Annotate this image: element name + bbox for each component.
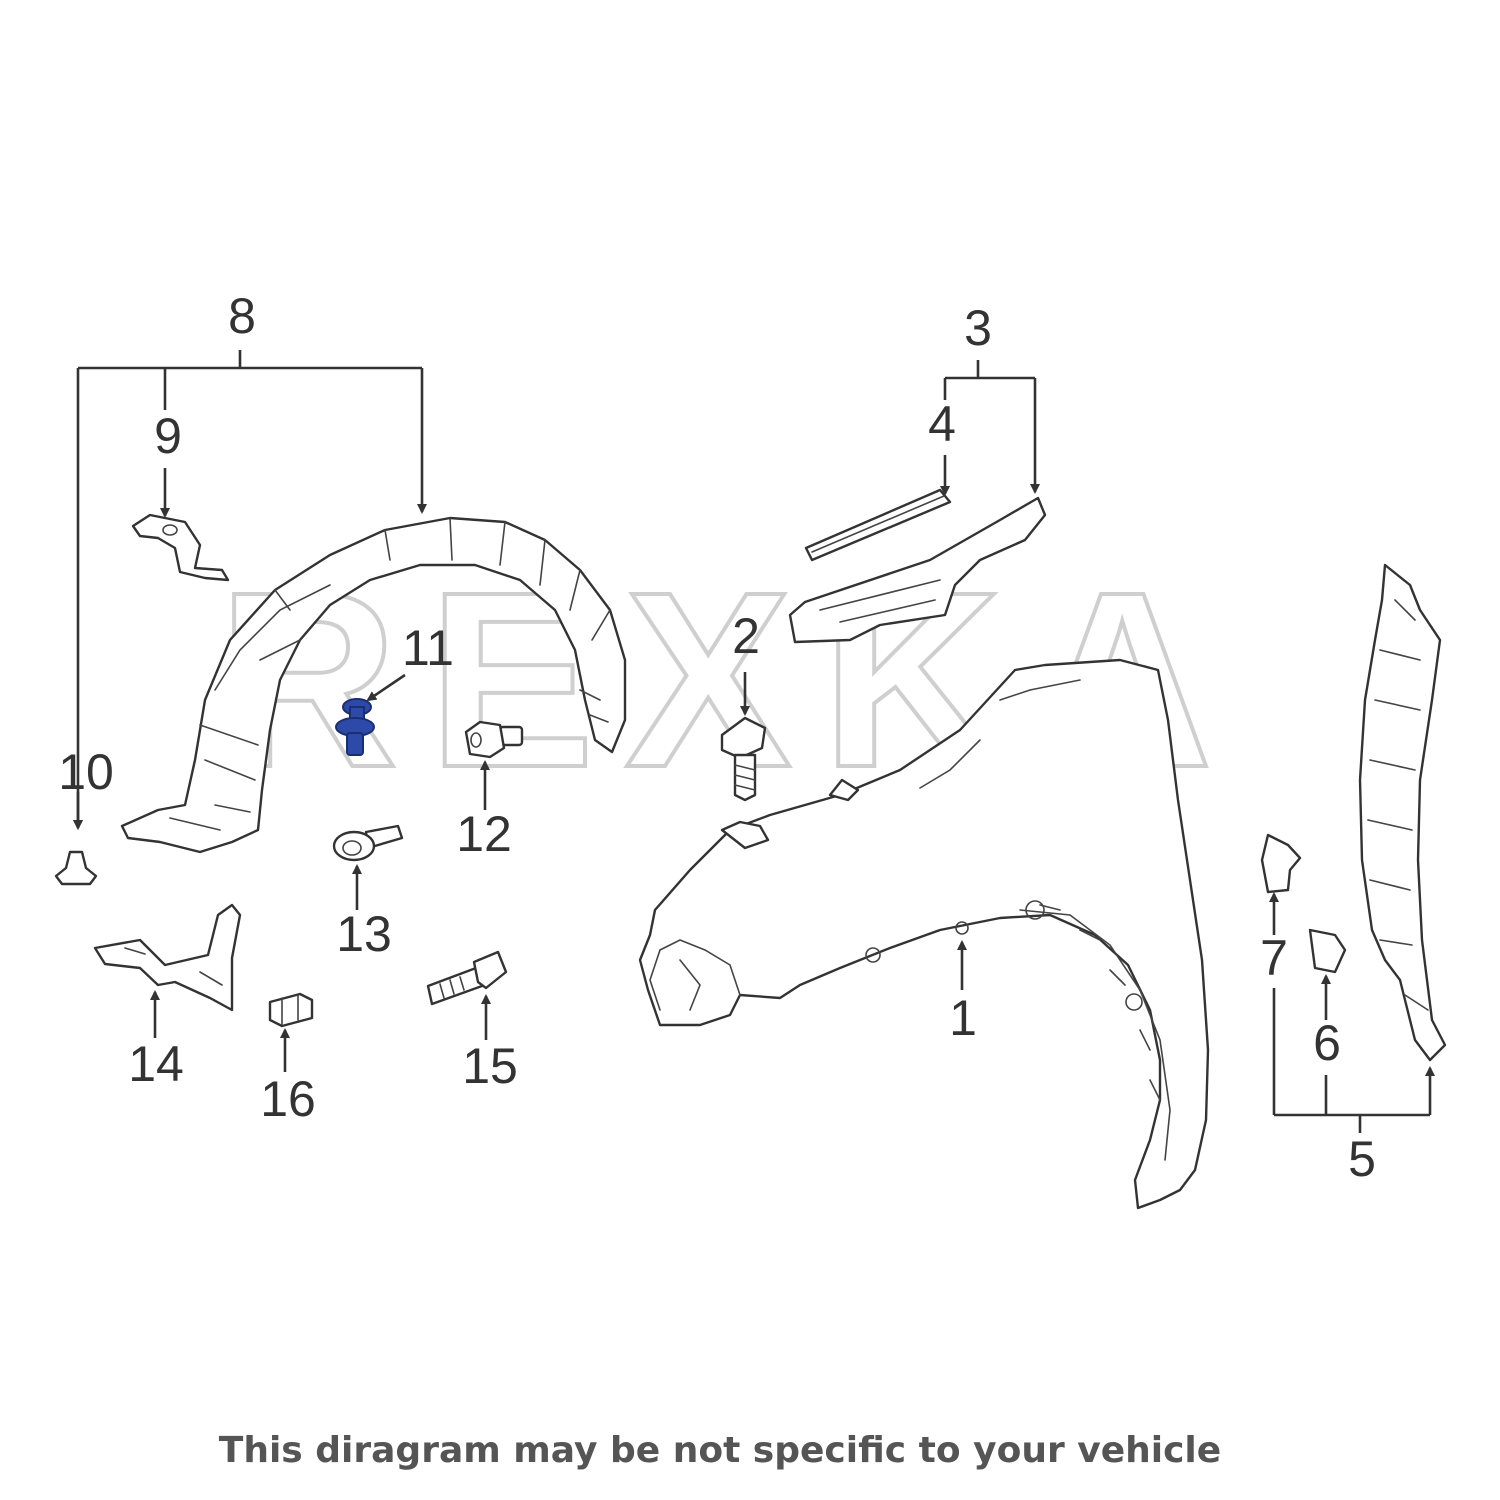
callout-12: 12 [456,806,512,862]
callout-3: 3 [964,300,992,356]
front-fender-part[interactable] [638,658,1210,1210]
callout-10: 10 [58,744,114,800]
push-clip-part[interactable] [54,850,98,886]
callout-1: 1 [949,990,977,1046]
screw-13-part[interactable] [332,824,404,862]
disclaimer-text: This diragram may be not specific to you… [218,1430,1222,1471]
leader-lines [73,350,1435,1133]
callout-6: 6 [1313,1015,1341,1071]
callout-16: 16 [260,1071,316,1127]
callout-14: 14 [128,1036,184,1092]
plug-part[interactable] [1260,833,1302,894]
callout-4: 4 [928,396,956,452]
fender-bolt-part[interactable] [720,716,767,802]
small-clip-part[interactable] [1308,928,1347,974]
fender-inner-shield-part[interactable] [1358,563,1447,1062]
callout-11: 11 [402,620,454,676]
callout-labels: 1 2 3 4 5 6 7 8 9 10 11 12 13 14 15 16 [58,288,1376,1187]
mud-guard-bracket-part[interactable] [93,903,242,1012]
nut-part[interactable] [464,720,524,759]
callout-15: 15 [462,1038,518,1094]
clip-nut-part[interactable] [268,992,314,1028]
callout-5: 5 [1348,1131,1376,1187]
highlighted-clip-part[interactable] [335,698,375,756]
callout-9: 9 [154,408,182,464]
callout-2: 2 [732,608,760,664]
callout-8: 8 [228,288,256,344]
fender-liner-part[interactable] [120,516,627,854]
callout-13: 13 [336,906,392,962]
callout-7: 7 [1260,930,1288,986]
fender-seal-assembly-part[interactable] [788,496,1047,644]
bolt-15-part[interactable] [426,950,508,1006]
liner-bracket-part[interactable] [131,513,230,582]
fender-seal-strip-part[interactable] [804,488,952,562]
